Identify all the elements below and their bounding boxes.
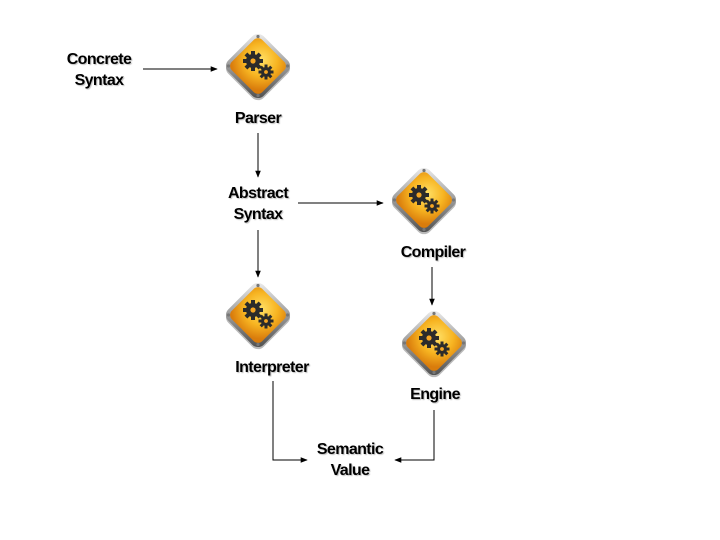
abstract-syntax-line2: Syntax: [233, 206, 283, 223]
parser-node-icon: [220, 28, 296, 104]
node-engine-label: Engine: [410, 386, 460, 403]
node-compiler-label: Compiler: [400, 244, 466, 261]
edge-interpreter-to-semantic: [272, 381, 308, 463]
gears-icon: [386, 162, 462, 238]
node-parser-label: Parser: [234, 110, 282, 127]
gears-icon: [220, 28, 296, 104]
gears-icon: [220, 277, 296, 353]
compiler-node-icon: [386, 162, 462, 238]
engine-node-icon: [396, 305, 472, 381]
concrete-syntax-line2: Syntax: [74, 72, 124, 89]
semantic-value-line1: Semantic: [316, 441, 384, 458]
semantic-value-line2: Value: [330, 462, 370, 479]
node-abstract-syntax: Abstract Syntax: [218, 183, 298, 225]
gears-icon: [396, 305, 472, 381]
concrete-syntax-line1: Concrete: [66, 51, 132, 68]
node-interpreter-label: Interpreter: [235, 359, 309, 376]
interpreter-node-icon: [220, 277, 296, 353]
node-semantic-value: Semantic Value: [305, 439, 395, 481]
abstract-syntax-line1: Abstract: [227, 185, 289, 202]
edge-engine-to-semantic: [394, 410, 435, 463]
node-concrete-syntax: Concrete Syntax: [58, 49, 140, 91]
